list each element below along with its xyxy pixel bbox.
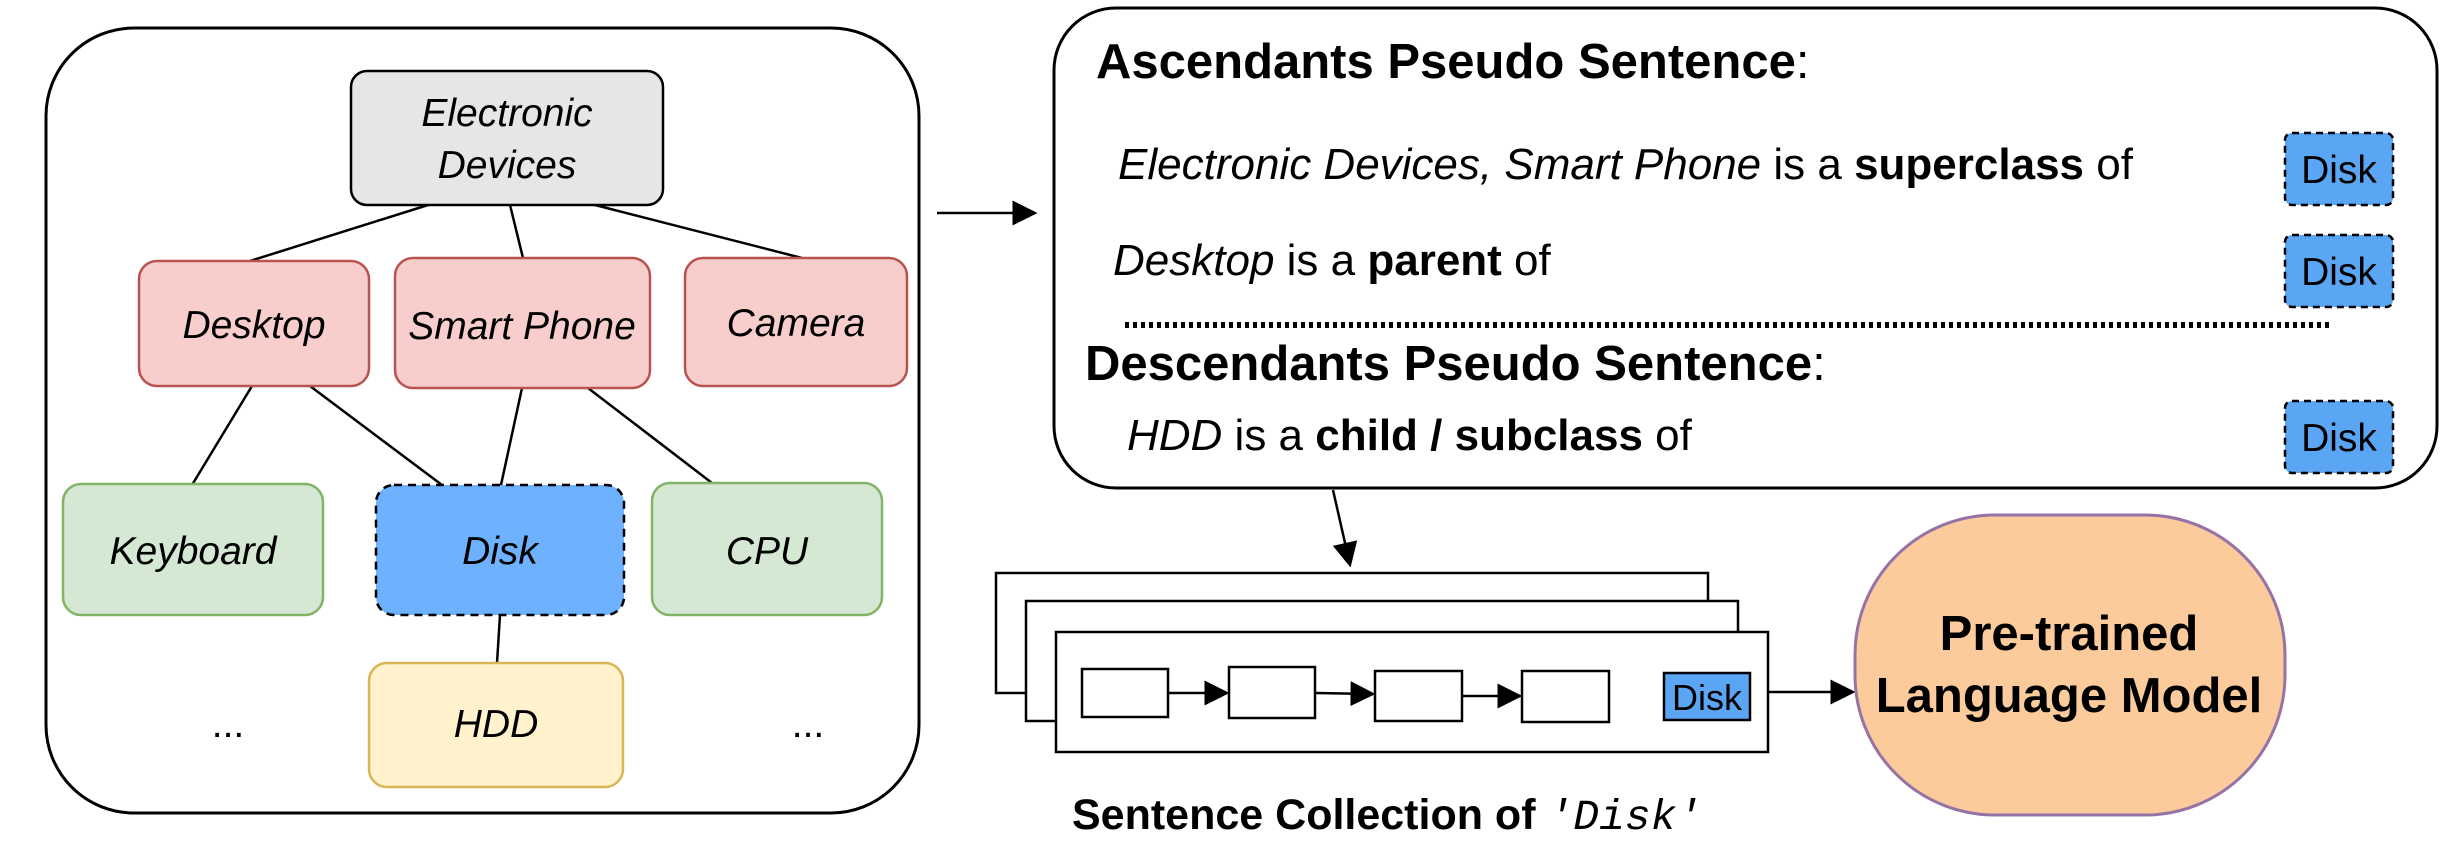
- collection-caption: Sentence Collection of 'Disk': [1072, 791, 1702, 842]
- ellipsis-right: ...: [792, 703, 825, 746]
- token-target-box: [1662, 671, 1752, 722]
- collection-caption-prefix: Sentence Collection of: [1072, 791, 1547, 839]
- ascendants-sentence-2-is-a: is a: [1274, 236, 1367, 285]
- ascendants-sentence-1-subject: Electronic Devices, Smart Phone: [1118, 140, 1761, 189]
- edge-smartphone-disk: [499, 387, 524, 486]
- node-smart-phone: [393, 256, 652, 390]
- language-model-label-1: Pre-trained: [1940, 607, 2199, 661]
- node-cpu-label: CPU: [726, 530, 809, 573]
- node-desktop: [137, 259, 371, 388]
- descendants-heading-text: Descendants Pseudo Sentence: [1085, 337, 1812, 391]
- node-desktop-label: Desktop: [182, 304, 325, 347]
- token-box-4: [1520, 669, 1611, 724]
- descendants-sentence-1-relation: child / subclass: [1315, 411, 1643, 460]
- ascendants-sentence-1-target: Disk: [2301, 149, 2377, 192]
- descendants-sentence-1-of: of: [1643, 411, 1693, 460]
- edge-root-smartphone: [508, 204, 525, 259]
- ascendants-sentence-2-target: Disk: [2301, 251, 2377, 294]
- token-arrow-2: [1314, 681, 1376, 707]
- node-smart-phone-label: Smart Phone: [408, 305, 636, 348]
- descendants-sentence-1-subject: HDD: [1127, 411, 1222, 460]
- node-electronic-devices: [349, 69, 665, 207]
- node-hdd-label: HDD: [454, 703, 539, 746]
- node-hdd: [367, 661, 625, 789]
- ascendants-sentence-2-target-box: [2283, 233, 2395, 309]
- ascendants-sentence-1: Electronic Devices, Smart Phone is a sup…: [1118, 140, 2134, 189]
- tree-edges: [190, 203, 803, 664]
- node-keyboard-label: Keyboard: [110, 530, 278, 573]
- descendants-sentence-1: HDD is a child / subclass of: [1127, 411, 1693, 460]
- ellipsis-left: ...: [212, 703, 245, 746]
- node-cpu: [650, 481, 884, 617]
- node-camera: [683, 256, 909, 388]
- ascendants-heading-text: Ascendants Pseudo Sentence: [1096, 35, 1796, 89]
- ascendants-sentence-1-relation: superclass: [1854, 140, 2084, 189]
- token-sequence: Disk: [1080, 665, 1752, 724]
- ascendants-sentence-2-of: of: [1502, 236, 1552, 285]
- edge-root-desktop: [249, 203, 429, 263]
- token-target-label: Disk: [1672, 677, 1743, 718]
- ascendants-sentence-2: Desktop is a parent of: [1113, 236, 1552, 285]
- node-electronic-devices-label-2: Devices: [438, 144, 577, 187]
- collection-caption-term: 'Disk': [1547, 793, 1702, 842]
- token-box-3: [1373, 669, 1464, 723]
- edge-smartphone-cpu: [587, 387, 713, 484]
- ascendants-sentence-1-target-box: [2283, 131, 2395, 207]
- node-camera-label: Camera: [727, 302, 866, 345]
- node-keyboard: [61, 482, 325, 617]
- descendants-heading-colon: :: [1812, 337, 1826, 391]
- node-disk: [374, 483, 626, 617]
- node-electronic-devices-label-1: Electronic: [421, 92, 593, 135]
- token-box-2: [1227, 665, 1317, 720]
- language-model-label-2: Language Model: [1876, 669, 2263, 723]
- descendants-heading: Descendants Pseudo Sentence:: [1085, 337, 1826, 391]
- ascendants-heading: Ascendants Pseudo Sentence:: [1096, 35, 1809, 89]
- ascendants-sentence-2-subject: Desktop: [1113, 236, 1274, 285]
- pseudo-sentence-panel: [1052, 6, 2439, 490]
- descendants-sentence-1-target: Disk: [2301, 417, 2377, 460]
- ascendants-sentence-1-of: of: [2084, 140, 2134, 189]
- node-disk-label: Disk: [462, 530, 540, 573]
- language-model-node: [1853, 513, 2287, 817]
- edge-desktop-keyboard: [190, 385, 254, 486]
- ascendants-heading-colon: :: [1796, 35, 1810, 89]
- taxonomy-panel: [44, 26, 921, 815]
- arrow-sentences-to-collection: [1331, 489, 1358, 568]
- token-box-1: [1080, 667, 1170, 719]
- edge-root-camera: [594, 203, 803, 260]
- edge-disk-hdd: [495, 614, 502, 664]
- edge-desktop-disk: [309, 385, 443, 486]
- ascendants-sentence-1-is-a: is a: [1761, 140, 1854, 189]
- descendants-sentence-1-target-box: [2283, 399, 2395, 475]
- ascendants-sentence-2-relation: parent: [1367, 236, 1502, 285]
- descendants-sentence-1-is-a: is a: [1222, 411, 1315, 460]
